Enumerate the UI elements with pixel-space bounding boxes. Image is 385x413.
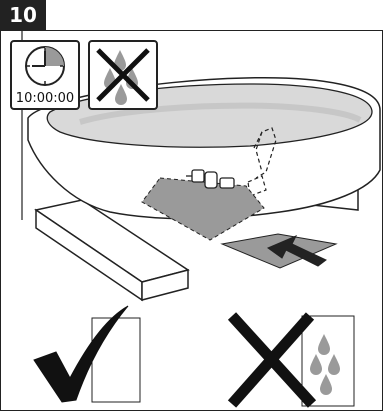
timer-box: 10:00:00 xyxy=(10,40,80,110)
clock-icon xyxy=(12,42,78,98)
dry-sheet xyxy=(92,318,140,402)
step-number-badge: 10 xyxy=(0,0,46,30)
cross-icon xyxy=(232,316,312,404)
no-water-icon xyxy=(90,42,156,108)
floor-area-under-tub xyxy=(142,178,264,240)
no-water-box xyxy=(88,40,158,110)
timer-duration: 10:00:00 xyxy=(12,91,78,106)
